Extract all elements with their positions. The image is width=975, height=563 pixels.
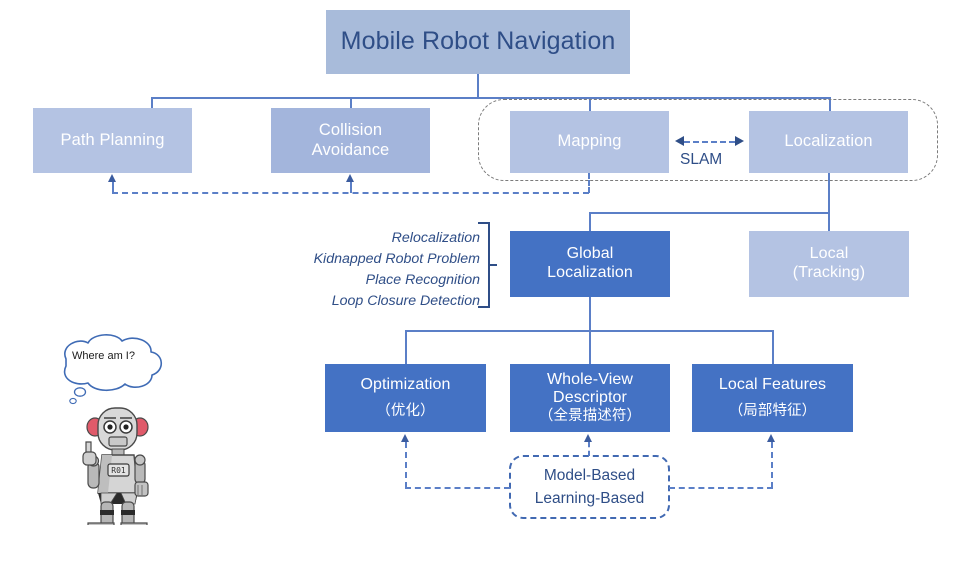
node-label: Mapping (557, 132, 622, 151)
global-localization-aliases: Relocalization Kidnapped Robot Problem P… (240, 228, 480, 312)
node-label-line1: Optimization (360, 376, 451, 393)
connector-level2-bus (589, 212, 829, 214)
connector-model-left-vertical (405, 442, 407, 488)
node-label-line1: Model-Based (543, 466, 636, 484)
node-label-line2: Localization (547, 264, 633, 281)
connector-to-global-localization (589, 212, 591, 231)
node-optimization: Optimization （优化） (325, 364, 486, 432)
connector-feedback-down-from-mapping (588, 173, 590, 193)
node-global-localization: Global Localization (510, 231, 670, 297)
node-collision-avoidance: Collision Avoidance (271, 108, 430, 173)
node-label-line2: Descriptor (553, 389, 627, 407)
group-slam (478, 99, 938, 181)
node-path-planning: Path Planning (33, 108, 192, 173)
alias-bracket-nub (488, 264, 497, 266)
connector-level1-bus (151, 97, 830, 99)
node-label: Localization (784, 132, 873, 151)
model-arrow-whole-view-icon (584, 434, 592, 442)
node-label-chinese: （全景描述符） (538, 408, 642, 425)
connector-feedback-up-to-collision (350, 182, 352, 193)
robot-illustration: R01 (63, 334, 163, 525)
connector-model-right-horizontal (669, 487, 773, 489)
node-label-line2: (Tracking) (792, 264, 866, 281)
connector-to-mapping (589, 97, 591, 111)
node-localization: Localization (749, 111, 908, 173)
thought-bubble-icon (63, 334, 163, 405)
node-label-line1: Local (809, 245, 849, 263)
connector-feedback-up-to-path (112, 182, 114, 193)
connector-model-to-whole-view (588, 442, 590, 456)
node-model-learning-based: Model-Based Learning-Based (509, 455, 670, 519)
connector-feedback-horizontal (112, 192, 589, 194)
node-whole-view-descriptor: Whole-View Descriptor （全景描述符） (510, 364, 670, 432)
connector-localization-stem (828, 173, 830, 214)
node-label: Mobile Robot Navigation (340, 27, 616, 56)
node-label-line1: Collision (318, 121, 383, 140)
connector-to-localization (829, 97, 831, 111)
node-mobile-robot-navigation: Mobile Robot Navigation (326, 10, 630, 74)
feedback-arrow-path-icon (108, 174, 116, 182)
connector-root-stem (477, 74, 479, 99)
slam-arrow-right-icon (735, 136, 744, 146)
connector-global-stem (589, 297, 591, 331)
node-label-line2: Avoidance (311, 140, 390, 159)
alias-item: Place Recognition (365, 271, 480, 288)
node-label-chinese: （局部特征） (728, 402, 817, 419)
node-label-chinese: （优化） (376, 402, 435, 419)
connector-to-optimization (405, 330, 407, 365)
node-local-tracking: Local (Tracking) (749, 231, 909, 297)
label-slam: SLAM (680, 151, 723, 168)
connector-to-whole-view (589, 330, 591, 365)
connector-model-left-horizontal (405, 487, 510, 489)
connector-slam-bidirectional (684, 141, 735, 143)
connector-to-local-tracking (828, 212, 830, 231)
alias-item: Kidnapped Robot Problem (313, 250, 480, 267)
node-label: Path Planning (60, 130, 165, 149)
alias-item: Loop Closure Detection (331, 292, 480, 309)
node-local-features: Local Features （局部特征） (692, 364, 853, 432)
node-label-line1: Global (566, 245, 614, 263)
node-mapping: Mapping (510, 111, 669, 173)
alias-item: Relocalization (391, 230, 480, 246)
slam-arrow-left-icon (675, 136, 684, 146)
robot-icon: R01 (82, 407, 149, 525)
connector-to-collision-avoidance (350, 97, 352, 109)
model-arrow-optimization-icon (401, 434, 409, 442)
feedback-arrow-collision-icon (346, 174, 354, 182)
connector-to-path-planning (151, 97, 153, 109)
node-label-line1: Whole-View (546, 370, 634, 388)
node-label-line2: Learning-Based (534, 490, 645, 507)
robot-chest-label: R01 (111, 466, 126, 475)
connector-to-local-features (772, 330, 774, 365)
model-arrow-local-features-icon (767, 434, 775, 442)
connector-model-right-vertical (771, 442, 773, 488)
robot-thought-text: Where am I? (72, 350, 135, 362)
node-label-line1: Local Features (718, 376, 827, 393)
